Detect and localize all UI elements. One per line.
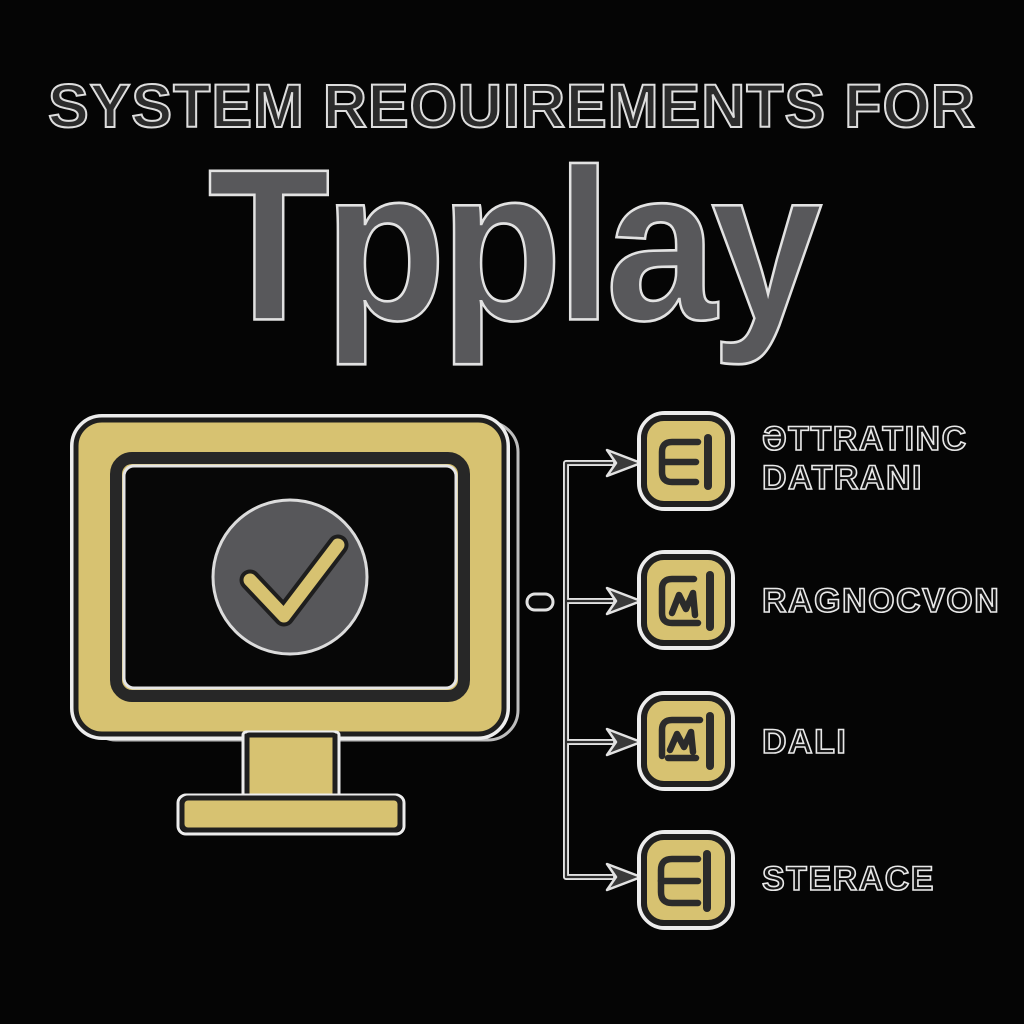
checkmark-icon bbox=[243, 538, 345, 623]
requirement-label-line: STERACE bbox=[761, 859, 935, 899]
kicker-title: SYSTEM REOUIREMENTS FOR bbox=[47, 72, 976, 140]
requirement-label-line: ƏTTRATINC bbox=[761, 419, 968, 459]
requirement-label: RAGNOCVON bbox=[761, 581, 1001, 621]
requirement-label: STERACE bbox=[761, 859, 935, 899]
requirement-label: ƏTTRATINC DATRANI bbox=[761, 419, 968, 498]
requirement-label-line: RAGNOCVON bbox=[761, 581, 1001, 621]
page-title: Tpplay bbox=[206, 125, 823, 366]
monitor-checkmark-icon bbox=[70, 414, 520, 836]
requirement-label-line: DALI bbox=[761, 722, 848, 762]
scribble-m-card-icon bbox=[637, 550, 735, 650]
monitor-stand-neck bbox=[244, 732, 338, 806]
requirement-label-line: DATRANI bbox=[761, 458, 923, 498]
module-card-icon bbox=[637, 411, 735, 511]
monitor-stand-base bbox=[179, 795, 403, 833]
dash-connector bbox=[525, 592, 555, 612]
check-circle bbox=[211, 498, 369, 656]
scribble-m-frame-icon bbox=[637, 691, 735, 791]
stack-card-icon bbox=[637, 830, 735, 930]
requirement-label: DALI bbox=[761, 722, 848, 762]
